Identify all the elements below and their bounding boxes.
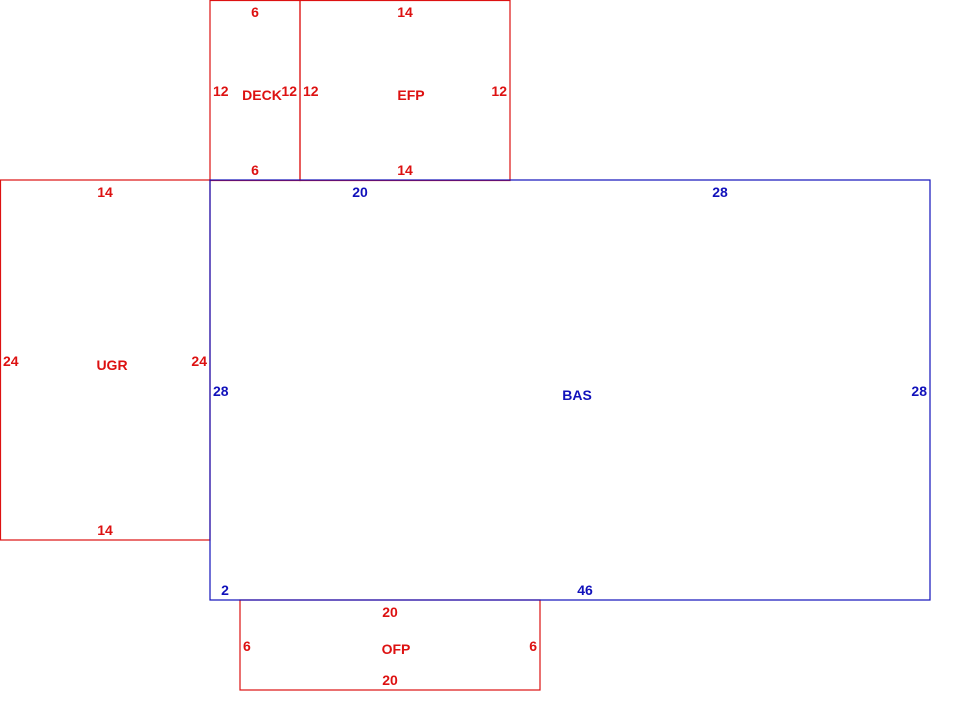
bas-right-dimension: 28: [911, 383, 927, 399]
bas-top-right-dimension: 28: [712, 184, 728, 200]
deck-top-dimension: 6: [251, 4, 259, 20]
ugr-right-dimension: 24: [191, 353, 207, 369]
bas-outline: [209, 179, 931, 601]
ugr-bottom-dimension: 14: [97, 522, 113, 538]
area-efp: EFP 14 14 12 12: [299, 0, 511, 182]
area-deck: DECK 6 6 12 12: [209, 0, 301, 182]
ofp-right-dimension: 6: [529, 638, 537, 654]
bas-left-dimension: 28: [213, 383, 229, 399]
area-ofp: OFP 20 20 6 6: [239, 599, 541, 691]
efp-top-dimension: 14: [397, 4, 413, 20]
efp-label: EFP: [397, 87, 424, 103]
ugr-label: UGR: [96, 357, 127, 373]
ofp-left-dimension: 6: [243, 638, 251, 654]
deck-bottom-dimension: 6: [251, 162, 259, 178]
deck-label: DECK: [242, 87, 282, 103]
deck-right-dimension: 12: [281, 83, 297, 99]
area-ugr: UGR 14 14 24 24: [0, 179, 211, 541]
area-bas: BAS 20 28 28 28 2 46: [209, 179, 931, 601]
ofp-label: OFP: [382, 641, 411, 657]
bas-bottom-left-dimension: 2: [221, 582, 229, 598]
ofp-top-dimension: 20: [382, 604, 398, 620]
bas-top-left-dimension: 20: [352, 184, 368, 200]
deck-left-dimension: 12: [213, 83, 229, 99]
ugr-left-dimension: 24: [3, 353, 19, 369]
efp-left-dimension: 12: [303, 83, 319, 99]
ofp-bottom-dimension: 20: [382, 672, 398, 688]
efp-right-dimension: 12: [491, 83, 507, 99]
ugr-top-dimension: 14: [97, 184, 113, 200]
bas-bottom-right-dimension: 46: [577, 582, 593, 598]
bas-label: BAS: [562, 387, 592, 403]
efp-bottom-dimension: 14: [397, 162, 413, 178]
